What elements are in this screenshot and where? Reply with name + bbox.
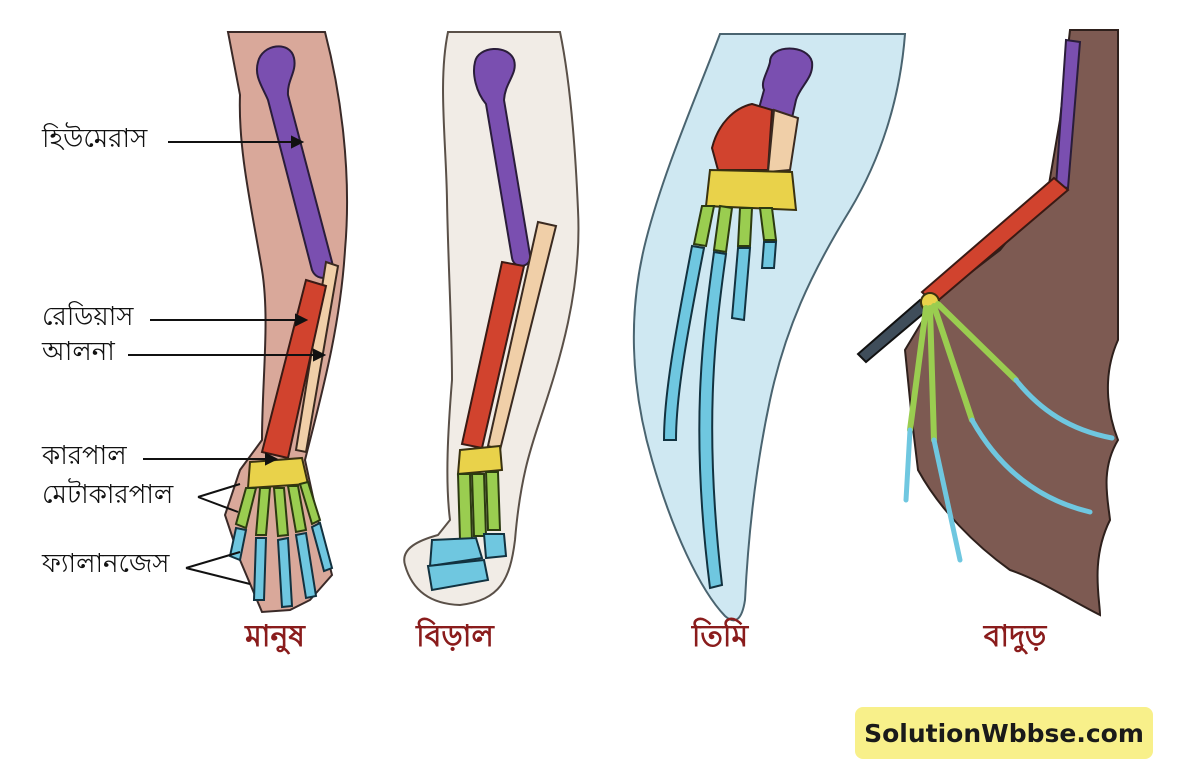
radius-label: রেডিয়াস	[42, 302, 134, 332]
bat-caption: বাদুড়	[983, 619, 1047, 654]
cat-carpal-bones	[456, 444, 504, 476]
metacarpal-label: মেটাকারপাল	[42, 480, 174, 510]
bat-wing	[856, 29, 1120, 617]
watermark-badge: SolutionWbbse.com	[855, 707, 1153, 759]
cat-phalanges-bones	[426, 533, 508, 592]
human-metacarpal-bones	[234, 480, 322, 538]
whale-ulna-bone	[766, 108, 800, 174]
whale-metacarpal-bones	[692, 204, 778, 254]
metacarpal-pointer-2	[197, 496, 239, 513]
whale-phalanges-bones	[662, 241, 778, 590]
human-radius-bone	[260, 278, 328, 460]
whale-humerus-bone	[756, 47, 814, 120]
metacarpal-pointer-1	[197, 483, 241, 498]
human-caption: মানুষ	[245, 619, 305, 654]
watermark-text: SolutionWbbse.com	[864, 718, 1144, 748]
cat-caption: বিড়াল	[416, 619, 494, 654]
cat-metacarpal-bones	[456, 471, 502, 541]
phalanges-pointer-1	[185, 551, 241, 569]
label-pointers	[128, 135, 327, 585]
human-arm	[223, 31, 349, 614]
phalanges-pointer-2	[185, 567, 251, 585]
human-phalanges-bones	[228, 521, 334, 609]
whale-flipper	[632, 33, 907, 622]
ulna-label: আলনা	[42, 337, 115, 367]
whale-carpal-bones	[704, 168, 798, 212]
human-humerus-bone	[256, 45, 334, 279]
humerus-label: হিউমেরাস	[42, 124, 148, 154]
bat-phalanges-bones	[903, 377, 1115, 563]
bat-humerus-bone	[1054, 38, 1082, 190]
carpal-label: কারপাল	[42, 441, 127, 471]
phalanges-label: ফ্যালানজেস	[42, 549, 170, 579]
bat-metacarpal-bones	[907, 301, 1019, 443]
whale-caption: তিমি	[691, 619, 749, 654]
cat-leg	[403, 31, 580, 607]
